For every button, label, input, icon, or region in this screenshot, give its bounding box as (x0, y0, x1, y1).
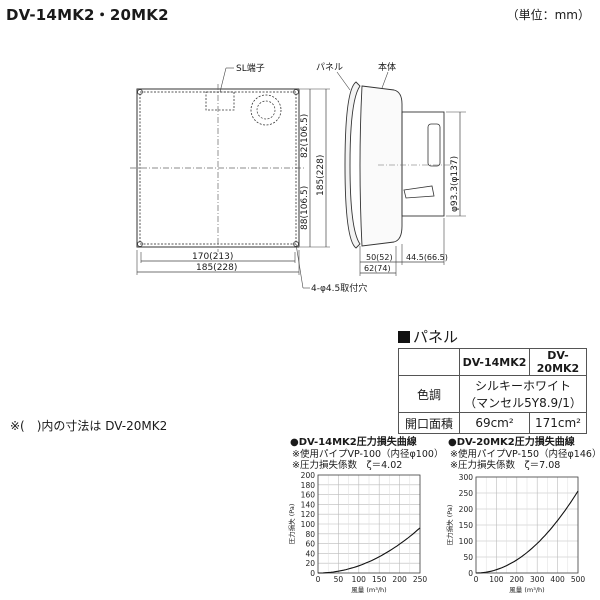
panel-heading: パネル (398, 326, 458, 347)
table-row: 開口面積 69cm² 171cm² (398, 412, 587, 434)
table-header-row: DV-14MK2 DV-20MK2 (398, 348, 587, 376)
curve-note-coef-20: ※圧力損失係数 ζ＝7.08 (450, 460, 561, 471)
y-tick-label: 0 (310, 569, 315, 578)
mount-hole (137, 89, 143, 95)
x-tick-label: 0 (474, 575, 479, 584)
y-tick-label: 60 (305, 540, 315, 549)
pressure-curve (475, 490, 579, 574)
table-header-cell: DV-14MK2 (459, 348, 530, 376)
dim-height-lower: 88(106.5) (300, 186, 310, 230)
leader-mount-holes (295, 243, 304, 289)
front-round-part (250, 94, 282, 126)
dimension-drawing: 170(213) 185(228) 82(106.5) 88(106.5) 18… (130, 61, 466, 294)
label-body: 本体 (378, 61, 396, 73)
pressure-curve (318, 527, 421, 574)
side-body (359, 85, 403, 247)
dim-height-total: 185(228) (316, 155, 326, 196)
y-tick-label: 80 (305, 530, 315, 539)
dimension-footnote: ※( )内の寸法は DV-20MK2 (10, 419, 168, 433)
dim-depth-total: 62(74) (364, 264, 391, 273)
panel-heading-text: パネル (413, 328, 459, 346)
dim-width-outer: 185(228) (196, 263, 237, 273)
y-tick-label: 0 (468, 569, 473, 578)
label-panel: パネル (316, 62, 343, 73)
label-sl-terminal: SL端子 (236, 62, 265, 74)
side-shutter (403, 185, 435, 199)
x-axis-label: 風量 (m³/h) (351, 586, 386, 594)
curve-note-coef-14: ※圧力損失係数 ζ＝4.02 (292, 460, 403, 471)
y-axis-label: 圧力損失 (Pa) (287, 504, 296, 545)
x-tick-label: 200 (510, 575, 525, 584)
dim-depth-a: 50(52) (366, 253, 393, 262)
x-tick-label: 50 (334, 575, 344, 584)
x-tick-label: 300 (530, 575, 545, 584)
x-tick-label: 200 (392, 575, 407, 584)
y-tick-label: 150 (459, 521, 474, 530)
x-tick-label: 100 (489, 575, 504, 584)
row-label-open-area: 開口面積 (398, 412, 460, 434)
y-tick-label: 50 (463, 553, 473, 562)
x-axis-label: 風量 (m³/h) (509, 586, 544, 594)
y-tick-label: 100 (459, 537, 474, 546)
y-tick-label: 250 (459, 489, 474, 498)
side-duct (401, 111, 445, 217)
y-tick-label: 40 (305, 549, 315, 558)
color-name: シルキーホワイト (474, 379, 571, 393)
mount-hole (293, 241, 299, 247)
mount-hole (137, 241, 143, 247)
label-mount-holes: 4-φ4.5取付穴 (311, 282, 367, 294)
x-tick-label: 500 (571, 575, 586, 584)
y-tick-label: 300 (459, 473, 474, 482)
y-tick-label: 140 (301, 500, 316, 509)
x-tick-label: 0 (316, 575, 321, 584)
x-tick-label: 250 (413, 575, 428, 584)
y-tick-label: 100 (301, 520, 316, 529)
color-value: シルキーホワイト （マンセル5Y8.9/1） (459, 375, 587, 413)
y-tick-label: 20 (305, 559, 315, 568)
x-tick-label: 100 (352, 575, 367, 584)
y-tick-label: 180 (301, 481, 316, 490)
y-tick-label: 200 (459, 505, 474, 514)
dim-depth-b: 44.5(66.5) (406, 253, 448, 262)
chart-frame (475, 476, 579, 574)
curve-title-14: ●DV-14MK2圧力損失曲線 (290, 437, 417, 448)
curve-note-pipe-14: ※使用パイプVP-100（内径φ100） (292, 449, 444, 460)
y-axis-label: 圧力損失 (Pa) (445, 505, 454, 546)
dim-width-inner: 170(213) (192, 252, 233, 262)
open-area-20: 171cm² (529, 412, 587, 434)
y-tick-label: 120 (301, 510, 316, 519)
front-round-inner (256, 100, 276, 120)
side-panel (344, 81, 361, 249)
table-row: 色調 シルキーホワイト （マンセル5Y8.9/1） (398, 375, 587, 413)
panel-spec-table: DV-14MK2 DV-20MK2 色調 シルキーホワイト （マンセル5Y8.9/… (398, 348, 587, 434)
y-tick-label: 200 (301, 471, 316, 480)
side-damper (427, 123, 441, 167)
heading-square-icon (398, 331, 410, 343)
curve-title-20: ●DV-20MK2圧力損失曲線 (448, 437, 575, 448)
chart-frame (317, 474, 421, 574)
dim-duct-dia: φ93.3(φ137) (450, 156, 460, 212)
dim-height-upper: 82(106.5) (300, 114, 310, 158)
model-title: DV-14MK2・20MK2 (6, 6, 169, 24)
x-tick-label: 150 (372, 575, 387, 584)
mount-hole (293, 89, 299, 95)
y-tick-label: 160 (301, 491, 316, 500)
x-tick-label: 400 (550, 575, 565, 584)
unit-note: （単位：mm） (506, 8, 590, 22)
table-header-cell (398, 348, 460, 376)
curve-note-pipe-20: ※使用パイプVP-150（内径φ146） (450, 449, 600, 460)
color-munsell: （マンセル5Y8.9/1） (464, 396, 582, 410)
row-label-color: 色調 (398, 375, 460, 413)
